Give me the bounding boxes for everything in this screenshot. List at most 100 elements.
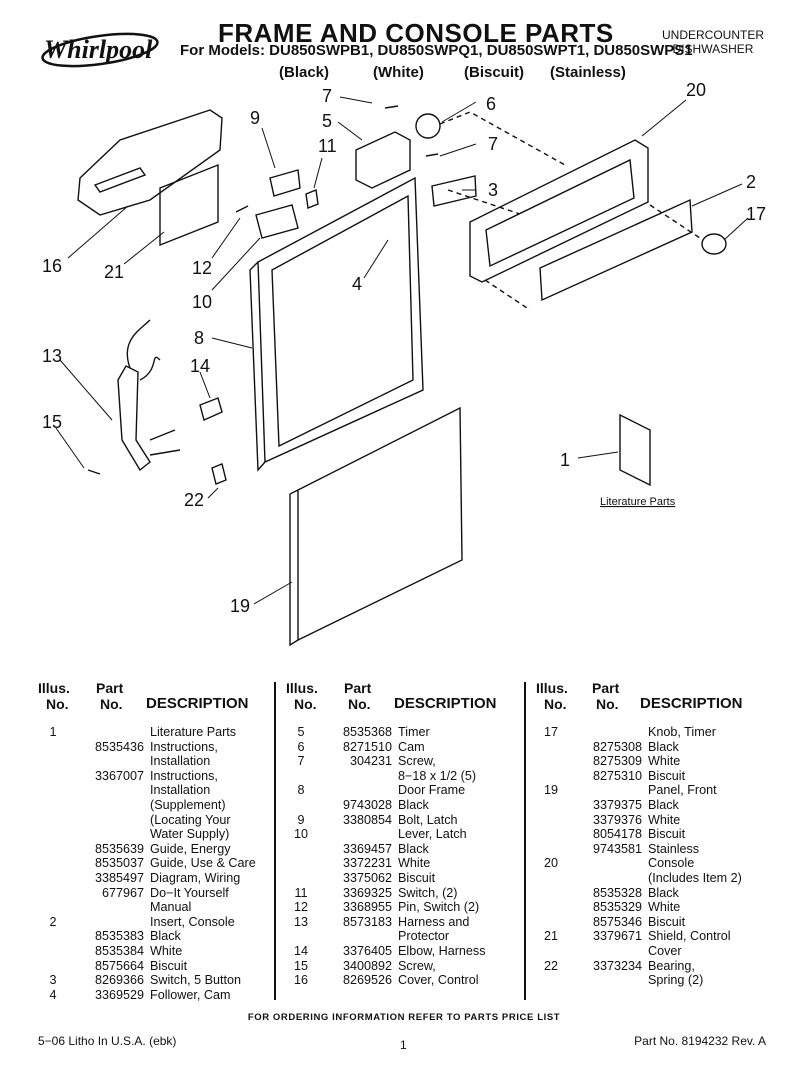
cam-part: [415, 113, 441, 139]
part-number: 9743028: [342, 797, 392, 812]
part-description: Black: [398, 841, 429, 856]
part-number: 3369457: [342, 841, 392, 856]
part-description: Protector: [398, 929, 450, 944]
illus-number: 9: [297, 812, 305, 827]
illus-number: 2: [49, 914, 57, 929]
variant-white: (White): [373, 64, 424, 81]
callout-9: 9: [250, 108, 260, 128]
part-number: 8271510: [342, 739, 392, 754]
callout-7a: 7: [322, 86, 332, 106]
part-description: White: [648, 900, 681, 915]
part-description: Diagram, Wiring: [150, 870, 241, 885]
spring-bearing-part: [211, 463, 227, 485]
part-description: (Includes Item 2): [648, 870, 742, 885]
part-number: 3379375: [592, 797, 642, 812]
control-cover-part: [77, 109, 223, 216]
exploded-parts-diagram: 7 6 5 9 11 7 3 20 2 17 16 21 12 10 4 8 1…: [42, 80, 766, 647]
part-number: 3369325: [342, 885, 392, 900]
part-description: Bearing,: [648, 958, 695, 973]
illus-number: 6: [297, 739, 305, 754]
illus-number: 12: [293, 900, 308, 915]
callout-1: 1: [560, 450, 570, 470]
part-number: 3379671: [592, 929, 642, 944]
part-number: 8575664: [94, 958, 144, 973]
part-description: Biscuit: [398, 870, 436, 885]
control-shield-part: [159, 163, 219, 247]
header-part: Part: [592, 680, 620, 696]
part-description: Screw,: [398, 754, 436, 769]
illus-number: 19: [543, 783, 558, 798]
part-description: Guide, Use & Care: [150, 856, 256, 871]
part-description: 8−18 x 1/2 (5): [398, 768, 477, 783]
illus-number: 7: [297, 754, 305, 769]
door-frame-part: [257, 176, 424, 464]
illus-number: 21: [543, 929, 558, 944]
part-description: Cam: [398, 739, 425, 754]
callout-6: 6: [486, 94, 496, 114]
part-description: White: [150, 943, 183, 958]
part-description: Black: [648, 885, 679, 900]
part-number: 3369529: [94, 987, 144, 1002]
part-number: 8535384: [94, 943, 144, 958]
part-description: Biscuit: [648, 914, 686, 929]
header-part-no: No.: [100, 696, 123, 712]
callout-14: 14: [190, 356, 210, 376]
part-description: Lever, Latch: [398, 827, 467, 842]
header-part: Part: [344, 680, 372, 696]
illus-number: 14: [293, 943, 308, 958]
illus-number: 8: [297, 783, 305, 798]
callout-5: 5: [322, 111, 332, 131]
illus-number: 3: [49, 973, 57, 988]
part-number: 9743581: [592, 841, 642, 856]
part-description: White: [648, 754, 681, 769]
switch-part: [305, 189, 319, 209]
illus-number: 20: [543, 856, 558, 871]
part-description: White: [398, 856, 431, 871]
illus-number: 11: [294, 885, 308, 900]
part-number: 8575346: [592, 914, 642, 929]
part-number: 3385497: [94, 870, 144, 885]
part-description: Instructions,: [150, 739, 218, 754]
part-number: 3368955: [342, 900, 392, 915]
part-description: Follower, Cam: [150, 987, 231, 1002]
timer-knob-part: [701, 233, 727, 255]
header-part: Part: [96, 680, 124, 696]
header-illus-no: No.: [294, 696, 317, 712]
part-number: 8535436: [94, 739, 144, 754]
part-description: Knob, Timer: [648, 725, 716, 739]
variant-black: (Black): [279, 64, 330, 81]
part-description: Spring (2): [648, 973, 704, 988]
timer-part: [355, 131, 411, 189]
part-description: Switch, (2): [398, 885, 458, 900]
illus-number: 15: [293, 958, 308, 973]
part-description: Black: [648, 797, 679, 812]
callout-15: 15: [42, 412, 62, 432]
callout-11: 11: [318, 136, 337, 156]
five-button-switch-part: [431, 175, 477, 207]
callout-7b: 7: [488, 134, 498, 154]
part-description: Insert, Console: [150, 914, 235, 929]
illus-number: 17: [543, 725, 558, 739]
front-panel-part: [297, 406, 463, 642]
part-number: 8535639: [94, 841, 144, 856]
callout-4: 4: [352, 274, 362, 294]
part-description: Black: [398, 797, 429, 812]
part-description: Biscuit: [648, 768, 686, 783]
part-description: Cover, Control: [398, 973, 479, 988]
part-description: Pin, Switch (2): [398, 900, 480, 915]
part-description: Harness and: [398, 914, 470, 929]
part-description: (Supplement): [150, 797, 226, 812]
callout-8: 8: [194, 328, 204, 348]
illus-number: 10: [293, 827, 308, 842]
part-number: 304231: [349, 754, 392, 769]
appliance-type-line2: DISHWASHER: [672, 42, 754, 56]
whirlpool-logo: Whirlpool: [41, 32, 159, 68]
part-number: 3400892: [342, 958, 392, 973]
callout-17: 17: [746, 204, 766, 224]
header-illus-no: No.: [46, 696, 69, 712]
illus-number: 4: [49, 987, 57, 1002]
callout-2: 2: [746, 172, 756, 192]
part-number: 8535368: [342, 725, 392, 739]
part-number: 8573183: [342, 914, 392, 929]
column-divider-1: [274, 682, 276, 1000]
